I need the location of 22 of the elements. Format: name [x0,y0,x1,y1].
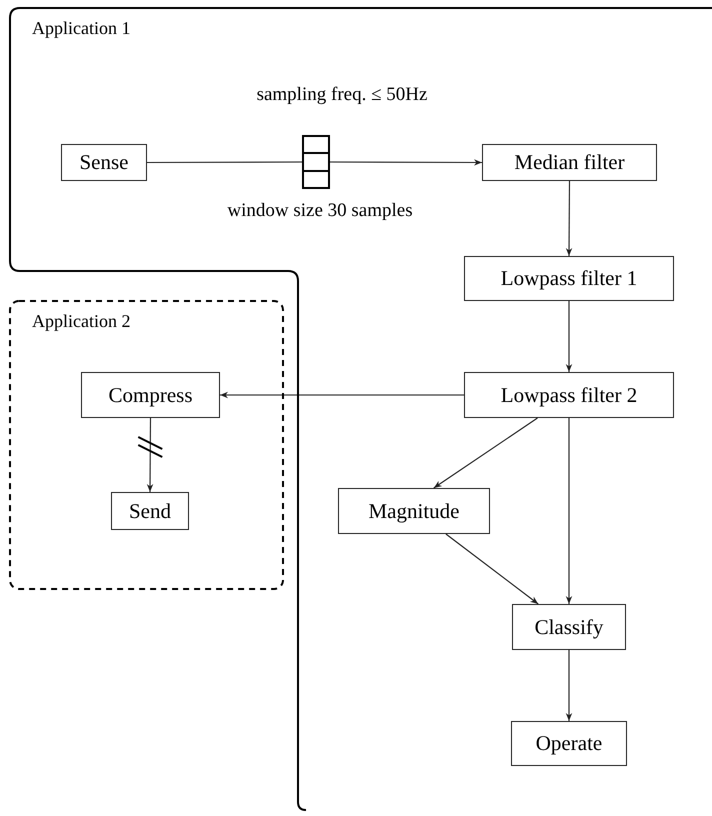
arrow [220,392,464,398]
process-box: Median filter [482,144,657,181]
arrow [566,418,572,604]
arrow [433,418,538,488]
process-box: Sense [61,144,147,181]
process-box: Lowpass filter 2 [464,372,674,418]
group-heading: Application 1 [32,18,130,39]
process-box: Send [111,492,189,530]
group-heading: Application 2 [32,311,130,332]
annotation: sampling freq. ≤ 50Hz [256,84,428,106]
arrow [566,181,572,256]
arrow [138,418,163,492]
annotation: window size 30 samples [227,200,413,222]
arrow [330,159,482,166]
process-box: Magnitude [338,488,490,534]
arrow [566,301,572,372]
process-box: Classify [512,604,626,650]
process-box: Compress [81,372,220,418]
process-box: Lowpass filter 1 [464,256,674,301]
arrow [566,650,572,721]
process-box: Operate [511,721,627,766]
arrow [446,534,539,604]
